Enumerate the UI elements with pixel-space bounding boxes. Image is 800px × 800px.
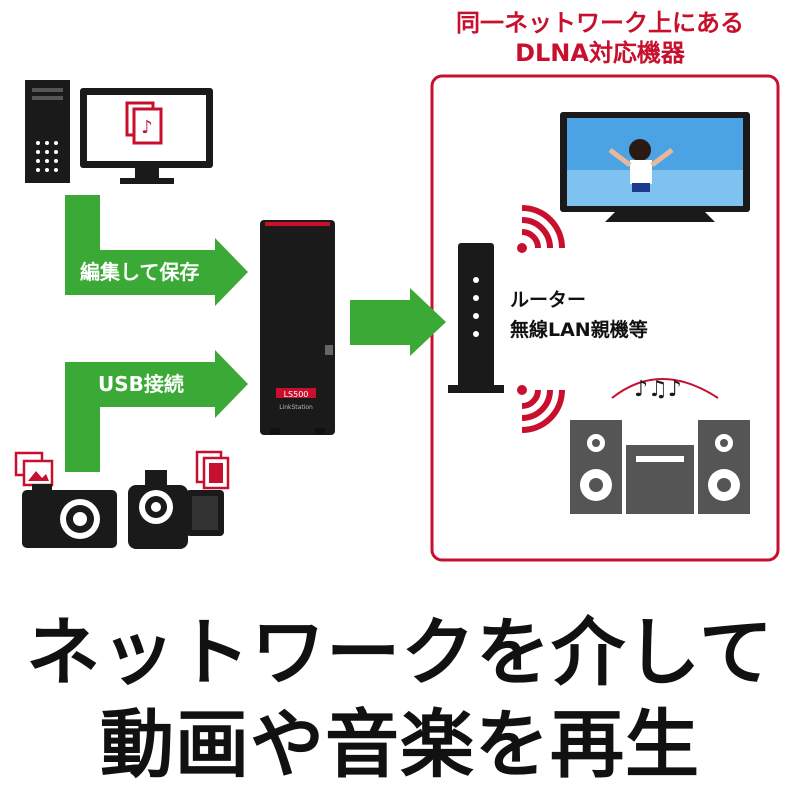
usb-arrow [65, 350, 248, 472]
svg-text:♪: ♪ [141, 117, 153, 138]
nas-brand-label: LinkStation [279, 404, 313, 411]
music-notes-icon: ♪♫♪ [611, 377, 719, 402]
save-arrow-label: 編集して保存 [80, 260, 200, 284]
music-file-icon: ♪ [125, 101, 163, 145]
usb-arrow-label: USB接続 [98, 372, 184, 396]
svg-text:♪♫♪: ♪♫♪ [634, 377, 682, 402]
headline-line2: 動画や音楽を再生 [100, 702, 700, 788]
save-arrow [65, 195, 248, 306]
wifi-signal-icon [517, 385, 565, 433]
film-file-icon [195, 450, 230, 490]
nas-model-label: LS500 [284, 390, 309, 399]
router-label-line1: ルーター [510, 289, 587, 311]
network-arrow [350, 288, 446, 356]
dlna-title-line2: DLNA対応機器 [515, 39, 685, 67]
video-camera-icon [128, 470, 224, 549]
nas-device-icon [260, 220, 335, 435]
tv-icon [560, 112, 750, 222]
headline-line1: ネットワークを介して [26, 610, 774, 696]
dlna-title-line1: 同一ネットワーク上にある [456, 9, 744, 37]
router-icon [448, 243, 504, 393]
pc-tower-icon [25, 80, 70, 183]
router-label-line2: 無線LAN親機等 [510, 319, 648, 341]
digital-camera-icon [22, 484, 117, 548]
stereo-icon [570, 420, 750, 514]
photo-files-icon [14, 451, 54, 487]
wifi-signal-icon [517, 205, 565, 253]
